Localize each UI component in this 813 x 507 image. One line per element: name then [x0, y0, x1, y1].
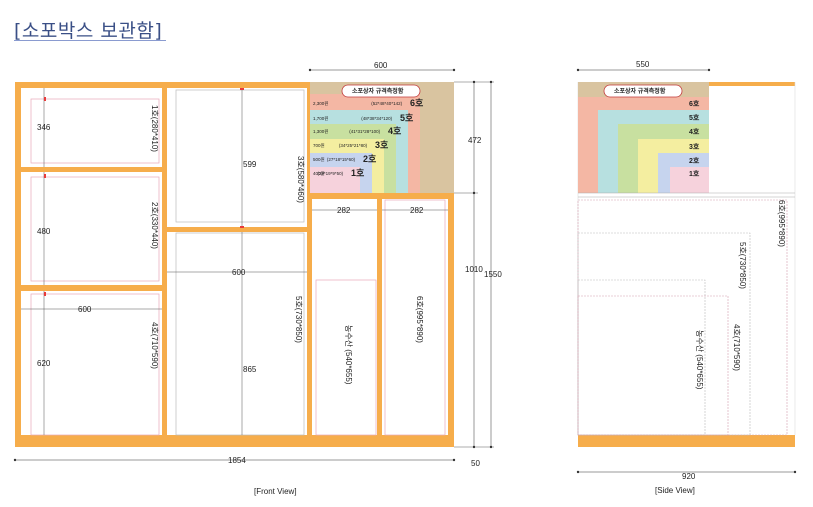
- chart-row-ho: 1호: [351, 168, 365, 178]
- front-frame-base: [15, 435, 454, 447]
- chart-row-price: 2,300원: [313, 100, 328, 106]
- chart-title-side: 소포상자 규격측정함: [614, 87, 666, 95]
- dim-600-mid: 600: [232, 268, 246, 277]
- side-dim-550: 550: [636, 60, 650, 69]
- dim-1550: 1550: [484, 270, 502, 279]
- side-view-caption: [Side View]: [655, 486, 695, 495]
- side-view: 소포상자 규격측정함 6호 5호 4호 3호 2호 1호 6호(995*890) 5호(7…: [576, 60, 797, 495]
- chart-row-ho: 5호: [400, 113, 414, 123]
- page-title: [소포박스 보관함]: [14, 20, 163, 42]
- front-divider-3: [377, 193, 382, 437]
- side-ho-label: 4호: [689, 127, 700, 136]
- chart-row-price: 1,300원: [313, 128, 328, 134]
- label-nongsusan: 농수산 (540*655): [344, 325, 354, 385]
- chart-row-spec: (27*18*15*60): [327, 157, 356, 162]
- side-ho-label: 6호: [689, 99, 700, 108]
- front-divider-2: [307, 82, 312, 437]
- dim-282b: 282: [410, 206, 424, 215]
- front-shelf-4: [310, 193, 454, 199]
- chart-row-ho: 3호: [375, 140, 389, 150]
- front-view-caption: [Front View]: [254, 487, 297, 496]
- label-box6: 6호(995*890): [415, 296, 424, 343]
- dim-282a: 282: [337, 206, 351, 215]
- chart-row-price: 1,700원: [313, 115, 328, 121]
- dim-1010: 1010: [465, 265, 483, 274]
- chart-row-price: 500원: [313, 156, 325, 162]
- dim-top-600: 600: [374, 61, 388, 70]
- label-box2: 2호(330*440): [150, 202, 159, 249]
- front-view: 346 480 620 600 599 600 865 282 282 1호(2…: [13, 61, 502, 496]
- dim-865: 865: [243, 365, 257, 374]
- front-divider-1: [162, 82, 167, 437]
- chart-row-ho: 6호: [410, 98, 424, 108]
- dim-total-1854: 1854: [228, 456, 246, 465]
- side-label-box5: 5호(730*850): [738, 242, 747, 289]
- side-ho-label: 3호: [689, 142, 700, 151]
- dim-480: 480: [37, 227, 51, 236]
- dim-50: 50: [471, 459, 480, 468]
- front-shelf-1: [15, 167, 165, 172]
- chart-row-price: 700원: [313, 142, 325, 148]
- dim-472: 472: [468, 136, 482, 145]
- chart-row-ho: 2호: [363, 154, 377, 164]
- side-ho-label: 2호: [689, 156, 700, 165]
- chart-row-spec: (41*31*28*100): [349, 129, 380, 134]
- label-box5: 5호(730*850): [294, 296, 303, 343]
- side-dim-920: 920: [682, 472, 696, 481]
- dim-599: 599: [243, 160, 257, 169]
- label-box3: 3호(580*460): [296, 156, 305, 203]
- front-shelf-3: [162, 227, 310, 232]
- chart-row-spec: (34*25*21*80): [339, 143, 368, 148]
- dim-620: 620: [37, 359, 51, 368]
- side-frame-base: [578, 435, 795, 447]
- chart-row-price: 400원: [313, 170, 325, 176]
- side-label-nongsusan: 농수산 (540*655): [695, 330, 705, 390]
- label-box4: 4호(710*590): [150, 322, 159, 369]
- chart-row-ho: 4호: [388, 126, 402, 136]
- front-frame-left: [15, 82, 21, 447]
- chart-row-spec: (22*19*9*50): [317, 171, 343, 176]
- label-box1: 1호(280*410): [150, 105, 159, 152]
- dim-346: 346: [37, 123, 51, 132]
- front-size-chart: 소포상자 규격측정함 2,300원 (52*48*40*142) 6호 1,700원 (…: [310, 82, 454, 193]
- chart-row-spec: (52*48*40*142): [371, 101, 402, 106]
- chart-title-front: 소포상자 규격측정함: [352, 87, 404, 95]
- side-label-box4: 4호(710*590): [732, 324, 741, 371]
- chart-row-spec: (48*38*34*120): [361, 116, 392, 121]
- dim-600-left: 600: [78, 305, 92, 314]
- side-ho-label: 5호: [689, 113, 700, 122]
- front-shelf-2: [15, 285, 165, 291]
- side-ho-label: 1호: [689, 169, 700, 178]
- front-frame-right: [448, 82, 454, 447]
- side-label-box6: 6호(995*890): [777, 200, 786, 247]
- title-underline: [14, 40, 166, 41]
